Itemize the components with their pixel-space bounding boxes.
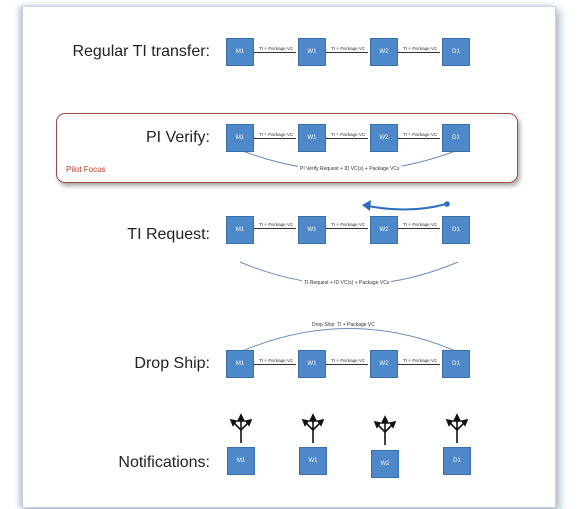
node-w2: W2 <box>370 216 398 244</box>
dropship-arc <box>239 328 459 353</box>
node-m1: M1 <box>226 350 254 378</box>
link-label: TI + Package VC <box>402 222 439 227</box>
link-label: TI + Package VC <box>330 358 367 363</box>
node-m1: M1 <box>227 447 255 475</box>
link-line <box>326 228 368 229</box>
dropship-arc-label: Drop Ship: TI + Package VC <box>310 322 377 328</box>
link-label: TI + Package VC <box>402 46 439 51</box>
row-label-dropship: Drop Ship: <box>134 355 210 372</box>
row-label-verify: PI Verify: <box>145 129 210 146</box>
node-d1: D1 <box>442 124 470 152</box>
broadcast-icon <box>373 415 397 445</box>
row-label-notifications: Notifications: <box>118 454 210 471</box>
link-line <box>398 138 440 139</box>
link-line <box>254 138 296 139</box>
link-line <box>254 52 296 53</box>
node-d1: D1 <box>443 447 471 475</box>
node-d1: D1 <box>442 350 470 378</box>
node-w1: W1 <box>298 38 326 66</box>
diagram-frame <box>22 6 556 508</box>
link-line <box>254 228 296 229</box>
link-line <box>398 364 440 365</box>
link-line <box>254 364 296 365</box>
link-label: TI + Package VC <box>258 132 295 137</box>
link-label: TI + Package VC <box>402 132 439 137</box>
row-label-regular: Regular TI transfer: <box>72 43 210 60</box>
link-line <box>326 52 368 53</box>
node-w1: W1 <box>298 350 326 378</box>
node-m1: M1 <box>226 38 254 66</box>
node-w2: W2 <box>370 124 398 152</box>
link-label: TI + Package VC <box>258 358 295 363</box>
node-w1: W1 <box>298 124 326 152</box>
verify-arc-label: PI Verify Request + ID VC(s) + Package V… <box>298 166 402 172</box>
node-w2: W2 <box>370 350 398 378</box>
arrow-origin-dot <box>444 201 450 207</box>
pilot-focus-box <box>56 113 518 183</box>
link-line <box>326 364 368 365</box>
node-m1: M1 <box>226 216 254 244</box>
arrowhead-icon <box>362 200 371 211</box>
request-arc-label: TI Request + ID VC(s) + Package VCs <box>302 280 392 286</box>
broadcast-icon <box>229 413 253 443</box>
link-label: TI + Package VC <box>402 358 439 363</box>
node-w1: W1 <box>298 216 326 244</box>
link-label: TI + Package VC <box>330 46 367 51</box>
link-line <box>326 138 368 139</box>
link-label: TI + Package VC <box>330 132 367 137</box>
node-m1: M1 <box>226 124 254 152</box>
pilot-focus-label: Pilot Focus <box>66 165 106 174</box>
link-line <box>398 52 440 53</box>
link-label: TI + Package VC <box>258 46 295 51</box>
node-w1: W1 <box>299 447 327 475</box>
link-label: TI + Package VC <box>330 222 367 227</box>
link-line <box>398 228 440 229</box>
broadcast-icon <box>301 413 325 443</box>
broadcast-icon <box>445 413 469 443</box>
node-d1: D1 <box>442 38 470 66</box>
link-label: TI + Package VC <box>258 222 295 227</box>
request-feedback-arrow <box>367 203 447 211</box>
row-label-request: TI Request: <box>127 226 210 243</box>
node-w2: W2 <box>371 450 399 478</box>
node-d1: D1 <box>442 216 470 244</box>
node-w2: W2 <box>370 38 398 66</box>
